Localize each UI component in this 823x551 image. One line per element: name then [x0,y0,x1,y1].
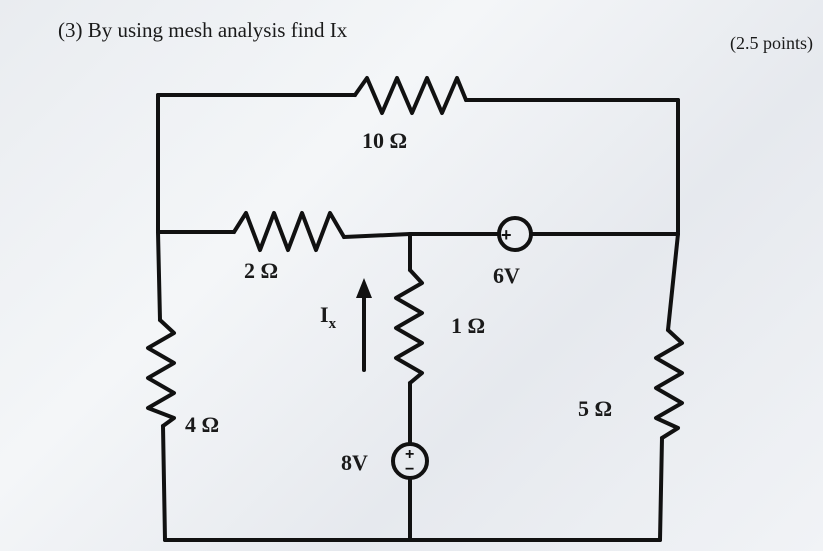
v8-minus-sign: − [405,461,414,478]
ix-arrow-head [356,278,372,298]
label-4-ohm: 4 Ω [185,412,219,437]
resistor-2-ohm [232,211,346,252]
wire-right-mid [666,232,680,332]
label-1-ohm: 1 Ω [451,313,485,338]
wire-left-lower [161,424,167,542]
resistor-1-ohm [394,268,424,385]
label-2-ohm: 2 Ω [244,258,278,283]
label-8v: 8V [341,450,368,475]
v8-plus-sign: + [405,446,414,463]
label-ix: Ix [320,302,337,332]
resistor-5-ohm [654,328,684,440]
wire-left-mid [156,230,162,322]
question-text: (3) By using mesh analysis find Ix [58,18,348,42]
label-ix-sub: x [329,316,337,332]
resistor-10-ohm [353,76,468,115]
wire-middle-center [342,232,501,239]
points-label: (2.5 points) [730,33,813,53]
label-ix-main: I [320,302,329,327]
label-5-ohm: 5 Ω [578,396,612,421]
v6-plus-sign: + [501,225,512,245]
label-6v: 6V [493,263,520,288]
wire-right-lower [658,436,664,542]
resistor-4-ohm [146,318,176,428]
label-10-ohm: 10 Ω [362,128,407,153]
